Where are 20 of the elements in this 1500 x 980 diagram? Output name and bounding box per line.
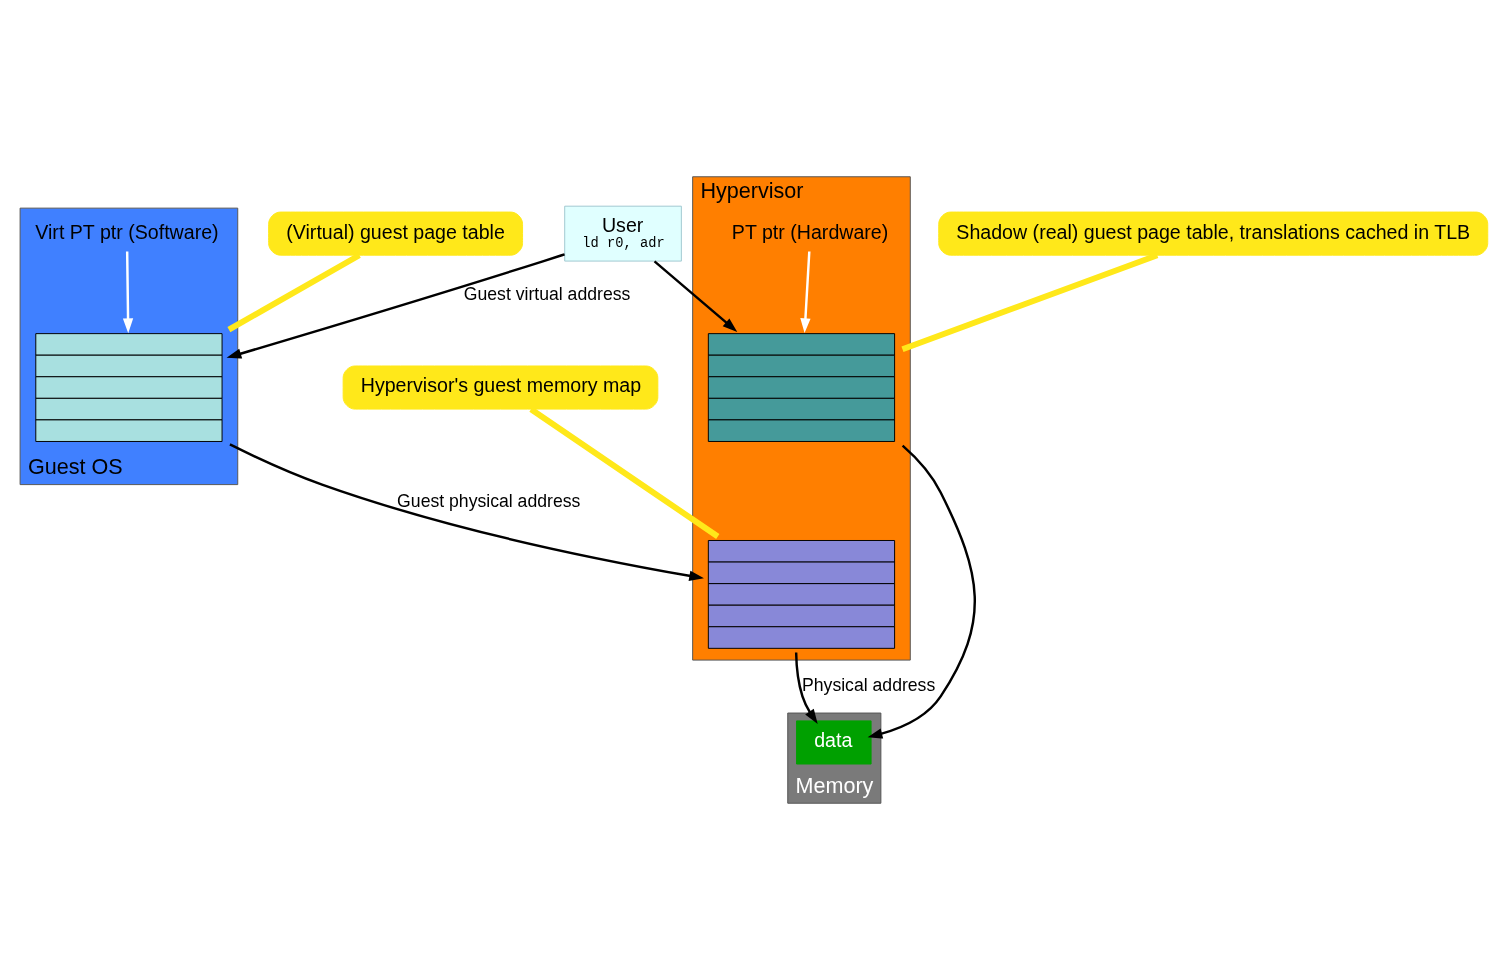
node-box: data — [796, 720, 872, 765]
arrow — [229, 443, 704, 581]
edge-label: Physical address — [802, 674, 936, 695]
node-box: (Virtual) guest page table — [268, 211, 524, 256]
connector — [227, 252, 361, 333]
node-text: PT ptr (Hardware) — [731, 220, 889, 243]
connector — [529, 406, 720, 539]
arrow — [800, 251, 811, 334]
arrow — [226, 253, 565, 359]
connector — [901, 252, 1159, 353]
node-box: User ld r0, adr — [564, 205, 682, 262]
node-box: Hypervisor's guest memory map — [342, 365, 659, 410]
arrow — [794, 652, 818, 724]
node-text: Virt PT ptr (Software) — [35, 220, 219, 243]
arrow — [122, 251, 134, 334]
node-box: Shadow (real) guest page table, translations cached in TLB — [938, 211, 1489, 256]
arrow — [653, 260, 738, 332]
edge-label: Guest physical address — [397, 490, 581, 511]
edge-label: Guest virtual address — [463, 283, 631, 304]
arrow — [867, 444, 976, 739]
